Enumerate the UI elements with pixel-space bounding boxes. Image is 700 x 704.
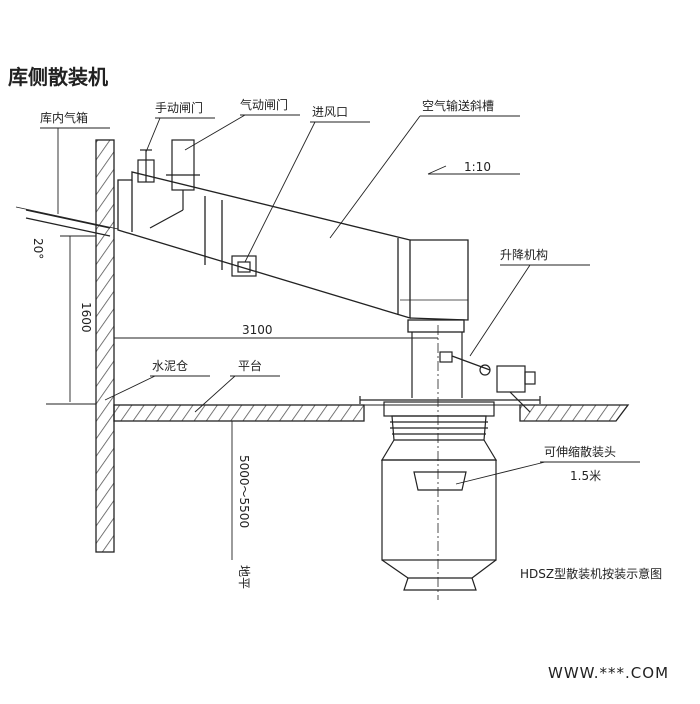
air-box-shape (15, 206, 119, 237)
ground-label: 地平 (237, 565, 251, 589)
label-platform: 平台 (238, 358, 262, 373)
diagram-caption: HDSZ型散装机按装示意图 (520, 566, 662, 581)
dim-depth-label: 5000～5500 (237, 455, 251, 528)
platform-slab (113, 404, 630, 422)
telescopic-head-shape (380, 401, 498, 591)
manual-gate-shape (137, 149, 155, 183)
diagram-title: 库侧散装机 (8, 65, 108, 89)
dim-1600-label: 1600 (79, 302, 93, 333)
label-manual-gate: 手动闸门 (155, 100, 203, 115)
lifting-mechanism-shape (359, 332, 541, 413)
slope-label: 1:10 (464, 160, 491, 174)
pneumatic-gate-shape (149, 139, 200, 229)
label-pneumatic-gate: 气动闸门 (240, 97, 288, 112)
slope-marker (427, 165, 520, 175)
label-air-chute: 空气输送斜槽 (422, 98, 494, 113)
label-cement-silo: 水泥仓 (152, 359, 188, 373)
dim-angle-label: 20° (31, 238, 45, 259)
air-inlet-shape (231, 255, 257, 277)
watermark-text: WWW.***.COM (548, 664, 669, 682)
air-chute-body (117, 171, 469, 333)
label-air-box: 库内气箱 (40, 110, 88, 125)
silo-wall (95, 139, 115, 553)
label-head-length: 1.5米 (570, 469, 601, 483)
dim-3100-label: 3100 (242, 323, 273, 337)
dim-1600 (46, 235, 96, 405)
leader-lines (40, 114, 640, 485)
label-lifting-mechanism: 升降机构 (500, 247, 548, 262)
label-air-inlet: 进风口 (312, 105, 348, 119)
label-telescopic-head: 可伸缩散装头 (544, 444, 616, 459)
